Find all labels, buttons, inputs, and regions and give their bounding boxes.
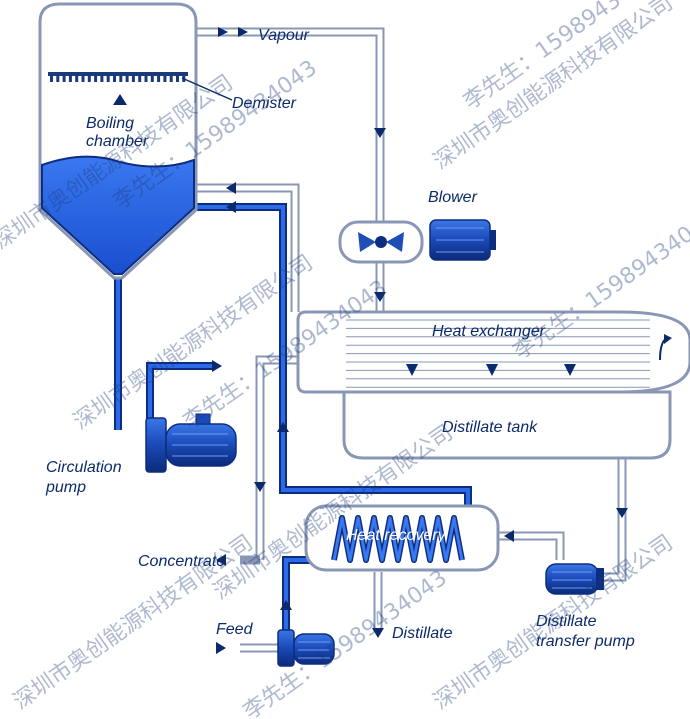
feed-arrow (216, 642, 226, 654)
demister-tooth (169, 76, 173, 82)
distillate-transfer-pump-label-line2: transfer pump (536, 633, 635, 650)
demister-tooth (119, 76, 123, 82)
flow-arrow-left (226, 201, 236, 213)
flow-arrow-left (226, 182, 236, 194)
flow-arrow-up (280, 600, 292, 610)
demister-tooth (157, 76, 161, 82)
flow-arrow-down (374, 128, 386, 138)
demister-tooth (131, 76, 135, 82)
boiling-chamber-label-line2: chamber (86, 133, 149, 150)
demister-tooth (87, 76, 91, 82)
boiling-chamber-label-line1: Boiling (86, 115, 134, 132)
vapour-label: Vapour (258, 27, 310, 44)
boiling-chamber (38, 2, 198, 280)
demister-tooth (176, 76, 179, 82)
demister-grid (48, 72, 188, 82)
flow-arrow-down (616, 508, 628, 518)
demister-tooth (100, 76, 104, 82)
demister-tooth (163, 76, 167, 82)
heat-recovery-label: Heat recovery (346, 527, 447, 544)
demister-tooth (68, 76, 72, 82)
demister-tooth (81, 76, 85, 82)
blower (338, 219, 496, 264)
flow-arrow-down (372, 628, 384, 638)
demister-leader (181, 77, 233, 101)
distillate-tank (342, 390, 672, 460)
concentrate-arrow (216, 554, 226, 566)
circulation-pump-label-line1: Circulation (46, 459, 122, 476)
watermark-contact: 李先生：15989434043 (239, 566, 452, 719)
demister-tooth (75, 76, 79, 82)
hx-flow-arrow (564, 364, 576, 376)
circulation-pump-label-line2: pump (45, 479, 86, 496)
demister-tooth (50, 76, 53, 82)
demister-tooth (150, 76, 154, 82)
distillate-transfer-pump (545, 563, 604, 595)
demister-tooth (62, 76, 66, 82)
concentrate-label: Concentrate (138, 553, 225, 570)
feed-pump (277, 629, 335, 667)
demister-tooth (125, 76, 129, 82)
vapour-arrow (238, 27, 248, 37)
demister-tooth (56, 76, 60, 82)
flow-arrow-right (212, 360, 222, 372)
watermark-company: 深圳市奥创能源科技有限公司 (429, 0, 678, 175)
flow-arrow-up (277, 422, 289, 432)
heat-exchanger-label: Heat exchanger (432, 323, 546, 340)
distillate-transfer-pump-label-line1: Distillate (536, 613, 597, 630)
distillate-tank-label: Distillate tank (442, 419, 538, 436)
blower-label: Blower (428, 189, 478, 206)
flow-arrow-down (374, 292, 386, 302)
demister-tooth (138, 76, 142, 82)
flow-arrow-left (504, 530, 514, 542)
circulation-pump (145, 413, 237, 473)
heat-recovery (304, 504, 500, 572)
feed-label: Feed (216, 621, 254, 638)
flow-arrow-down (254, 482, 266, 492)
demister-tooth (106, 76, 110, 82)
vapour-arrow (218, 27, 228, 37)
demister-tooth (144, 76, 148, 82)
hx-flow-arrow (486, 364, 498, 376)
hx-flow-arrow (406, 364, 418, 376)
demister-label: Demister (232, 95, 297, 112)
demister-tooth (94, 76, 98, 82)
distillate-label: Distillate (392, 625, 453, 642)
demister-tooth (113, 76, 116, 82)
